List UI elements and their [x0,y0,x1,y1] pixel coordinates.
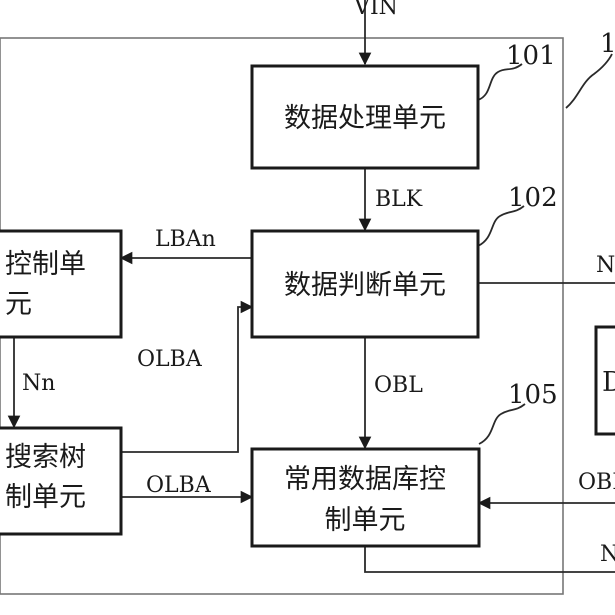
ref-outer: 1 [600,29,615,59]
data-processing-unit-box [250,64,480,170]
search-tree-label-line1: 搜索树 [5,442,86,473]
olba-right-label: OLBA [146,473,212,498]
system-outer-frame [0,37,564,595]
data-processing-unit-label: 数据处理单元 [284,103,446,134]
ref-101-leader [477,63,523,101]
lban-label: LBAn [155,227,216,252]
n-bottom-line [364,546,615,573]
ref-outer-leader [565,53,613,109]
ref-105-leader [478,403,526,445]
olba-up-arrow [121,300,254,453]
common-database-control-unit-box [250,447,481,548]
ref-105: 105 [508,380,558,410]
search-tree-control-unit-box [0,426,123,536]
olba-up-label: OLBA [137,347,203,372]
n-right-top-label: N [596,253,615,278]
n-right-bottom-label: N [600,542,615,567]
data-judgment-unit-label: 数据判断单元 [284,270,446,301]
ref-102-leader [477,205,525,247]
ref-102: 102 [508,183,558,213]
blk-label: BLK [375,187,423,212]
right-partial-box [594,325,615,436]
common-db-label-line1: 常用数据库控 [284,464,446,495]
right-partial-label: D [602,367,615,398]
control-unit-box [0,229,123,339]
obl-right-label: OBL [578,470,615,495]
control-unit-label-line1: 控制单 [5,249,86,280]
obl-center-label: OBL [374,373,423,398]
search-tree-label-line2: 制单元 [5,482,86,513]
common-db-label-line2: 制单元 [325,505,406,536]
nn-label: Nn [22,371,55,396]
control-unit-label-line2: 元 [5,289,32,320]
vin-label: VIN [353,0,398,20]
ref-101: 101 [506,41,556,71]
data-judgment-unit-box [250,229,480,339]
